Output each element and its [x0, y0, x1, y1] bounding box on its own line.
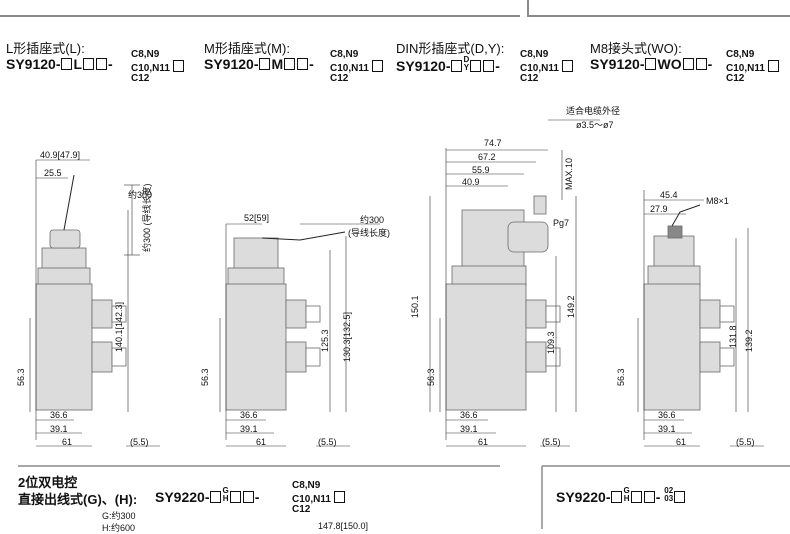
dim-wo-b2: 39.1: [658, 424, 676, 434]
dim-din-cable-dia: ø3.5～ø7: [576, 120, 614, 130]
valve-wo-drawing: [643, 225, 735, 411]
lead-m: [261, 231, 346, 241]
dim-din-w2: 67.2: [478, 152, 496, 162]
dim-wo-b3: 61: [676, 437, 687, 447]
dim-l-total-height: 140.1[142.3]: [114, 301, 124, 352]
dim-wo-b1: 36.6: [658, 410, 676, 420]
dim-din-b3: 61: [478, 437, 489, 447]
section-title-din: DIN形插座式(D,Y):: [396, 41, 505, 56]
dim-din-w1: 74.7: [484, 138, 502, 148]
valve-din-drawing: [445, 195, 561, 411]
dim-wo-m8: M8×1: [706, 196, 729, 206]
section-title-l: L形插座式(L):: [6, 41, 85, 56]
dim-din-b2: 39.1: [460, 424, 478, 434]
bottom-partial-dim: 147.8[150.0]: [318, 521, 369, 531]
bottom-g-note: G:约300: [102, 511, 136, 521]
dim-din-w3: 55.9: [472, 165, 490, 175]
dim-m-h1: 125.3: [320, 329, 330, 352]
header-rule-right: [529, 15, 790, 17]
dim-wo-b4: (5.5): [736, 437, 755, 447]
options-din: C8,N9 C10,N11 C12: [520, 50, 574, 84]
valve-m-drawing: [225, 237, 321, 411]
bottom-options: C8,N9 C10,N11 C12: [292, 481, 346, 515]
model-code-wo: SY9120-WO-: [590, 56, 713, 72]
dim-m-lead-note: (导线长度): [348, 228, 390, 238]
options-wo: C8,N9 C10,N11 C12: [726, 50, 780, 84]
dim-din-max: MAX.10: [564, 157, 574, 190]
header-rule-left: [0, 15, 520, 17]
bottom-title-line2: 直接出线式(G)、(H):: [18, 492, 138, 507]
section-title-wo: M8接头式(WO):: [590, 41, 682, 56]
dim-wo-w1: 45.4: [660, 190, 678, 200]
dim-din-cable-note: 适合电缆外径: [566, 106, 621, 116]
model-code-m: SY9120-M-: [204, 56, 314, 72]
dim-l-lead: 约300: [128, 190, 153, 200]
dim-wo-port-height: 56.3: [616, 368, 626, 386]
dim-m-h2: 130.3[132.5]: [342, 311, 352, 362]
dim-m-b4: (5.5): [318, 437, 337, 447]
valve-l-drawing: [35, 229, 127, 411]
header-rule-divider: [527, 0, 529, 17]
dim-din-h2: 149.2: [566, 295, 576, 318]
dim-l-b3: 61: [62, 437, 73, 447]
dim-l-lead-length: 约300 (导线长度): [142, 183, 152, 252]
bottom-title-line1: 2位双电控: [18, 475, 78, 490]
dim-wo-h2: 139.2: [744, 329, 754, 352]
dim-l-top-width: 40.9[47.9]: [40, 150, 81, 160]
dim-l-b2: 39.1: [50, 424, 68, 434]
dim-l-b4: (5.5): [130, 437, 149, 447]
dim-din-h3: 109.3: [546, 331, 556, 354]
dim-m-lead: 约300: [360, 215, 385, 225]
bottom-h-note: H:约600: [102, 523, 136, 533]
dim-din-w4: 40.9: [462, 177, 480, 187]
dim-m-port-height: 56.3: [200, 368, 210, 386]
dim-l-b1: 36.6: [50, 410, 68, 420]
dim-m-top-width: 52[59]: [244, 213, 270, 223]
dim-din-b1: 36.6: [460, 410, 478, 420]
dim-m-b1: 36.6: [240, 410, 258, 420]
dim-din-b4: (5.5): [542, 437, 561, 447]
dim-wo-h1: 131.8: [728, 325, 738, 348]
section-title-m: M形插座式(M):: [204, 41, 290, 56]
dim-m-b2: 39.1: [240, 424, 258, 434]
dim-m-b3: 61: [256, 437, 267, 447]
dim-l-port-height: 56.3: [16, 368, 26, 386]
dim-din-total-height: 150.1: [410, 295, 420, 318]
options-l: C8,N9 C10,N11 C12: [131, 50, 185, 84]
model-code-l: SY9120-L-: [6, 56, 113, 72]
options-m: C8,N9 C10,N11 C12: [330, 50, 384, 84]
dim-din-pg: Pg7: [553, 218, 570, 228]
dim-wo-w2: 27.9: [650, 204, 668, 214]
dim-l-width-2: 25.5: [44, 168, 62, 178]
dim-din-port-height: 56.3: [426, 368, 436, 386]
